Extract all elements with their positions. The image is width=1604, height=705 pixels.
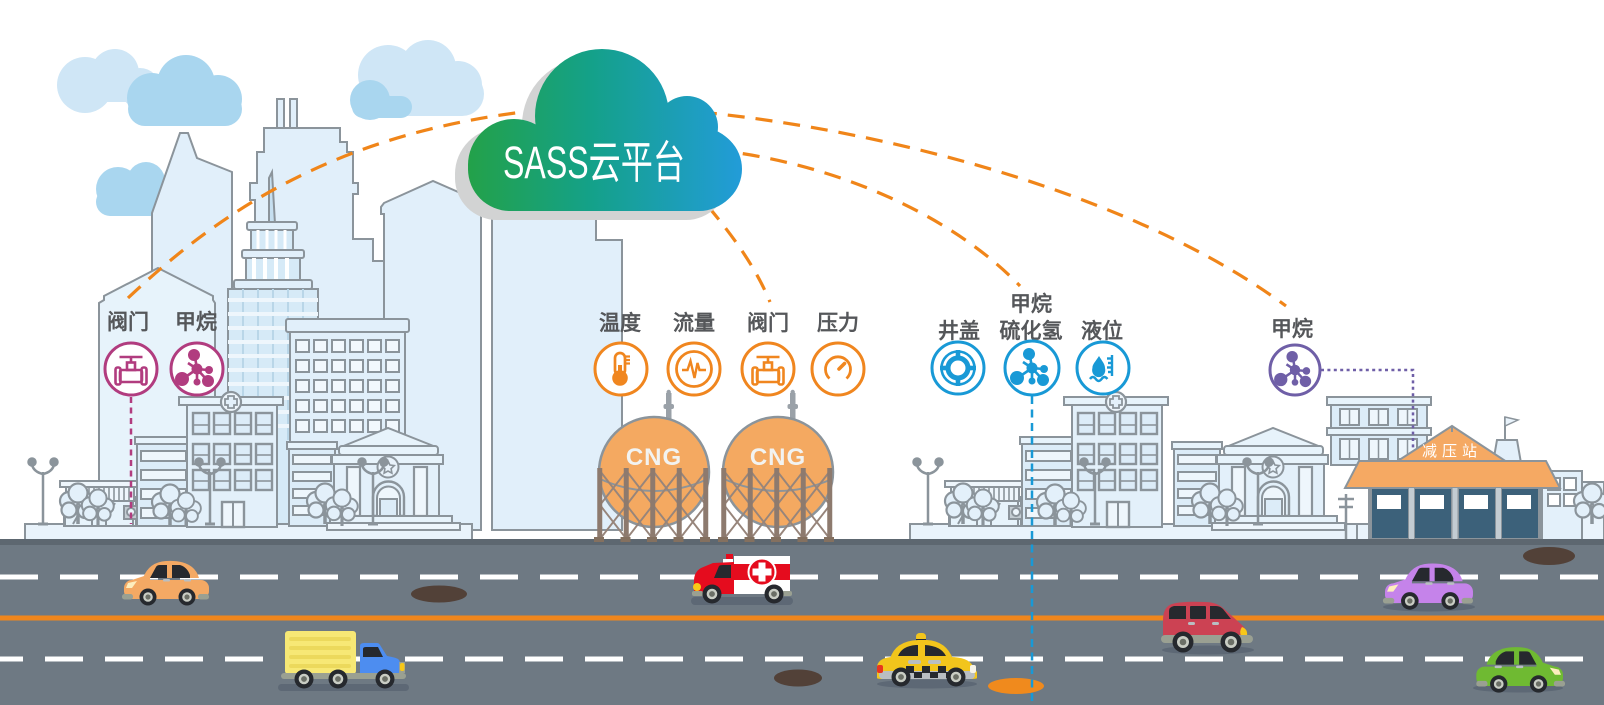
svg-text:甲烷: 甲烷 bbox=[175, 310, 217, 334]
svg-text:减压站: 减压站 bbox=[1422, 443, 1482, 460]
svg-text:阀门: 阀门 bbox=[107, 310, 149, 334]
svg-text:CNG: CNG bbox=[626, 444, 682, 471]
svg-text:甲烷: 甲烷 bbox=[1010, 292, 1052, 316]
svg-text:甲烷: 甲烷 bbox=[1271, 317, 1313, 341]
svg-text:井盖: 井盖 bbox=[938, 319, 980, 343]
svg-text:SASS云平台: SASS云平台 bbox=[503, 137, 685, 188]
svg-text:液位: 液位 bbox=[1081, 319, 1123, 343]
svg-text:流量: 流量 bbox=[673, 311, 715, 335]
svg-text:阀门: 阀门 bbox=[747, 311, 789, 335]
svg-text:硫化氢: 硫化氢 bbox=[1000, 319, 1063, 343]
svg-text:温度: 温度 bbox=[599, 311, 641, 335]
svg-text:压力: 压力 bbox=[817, 312, 859, 335]
